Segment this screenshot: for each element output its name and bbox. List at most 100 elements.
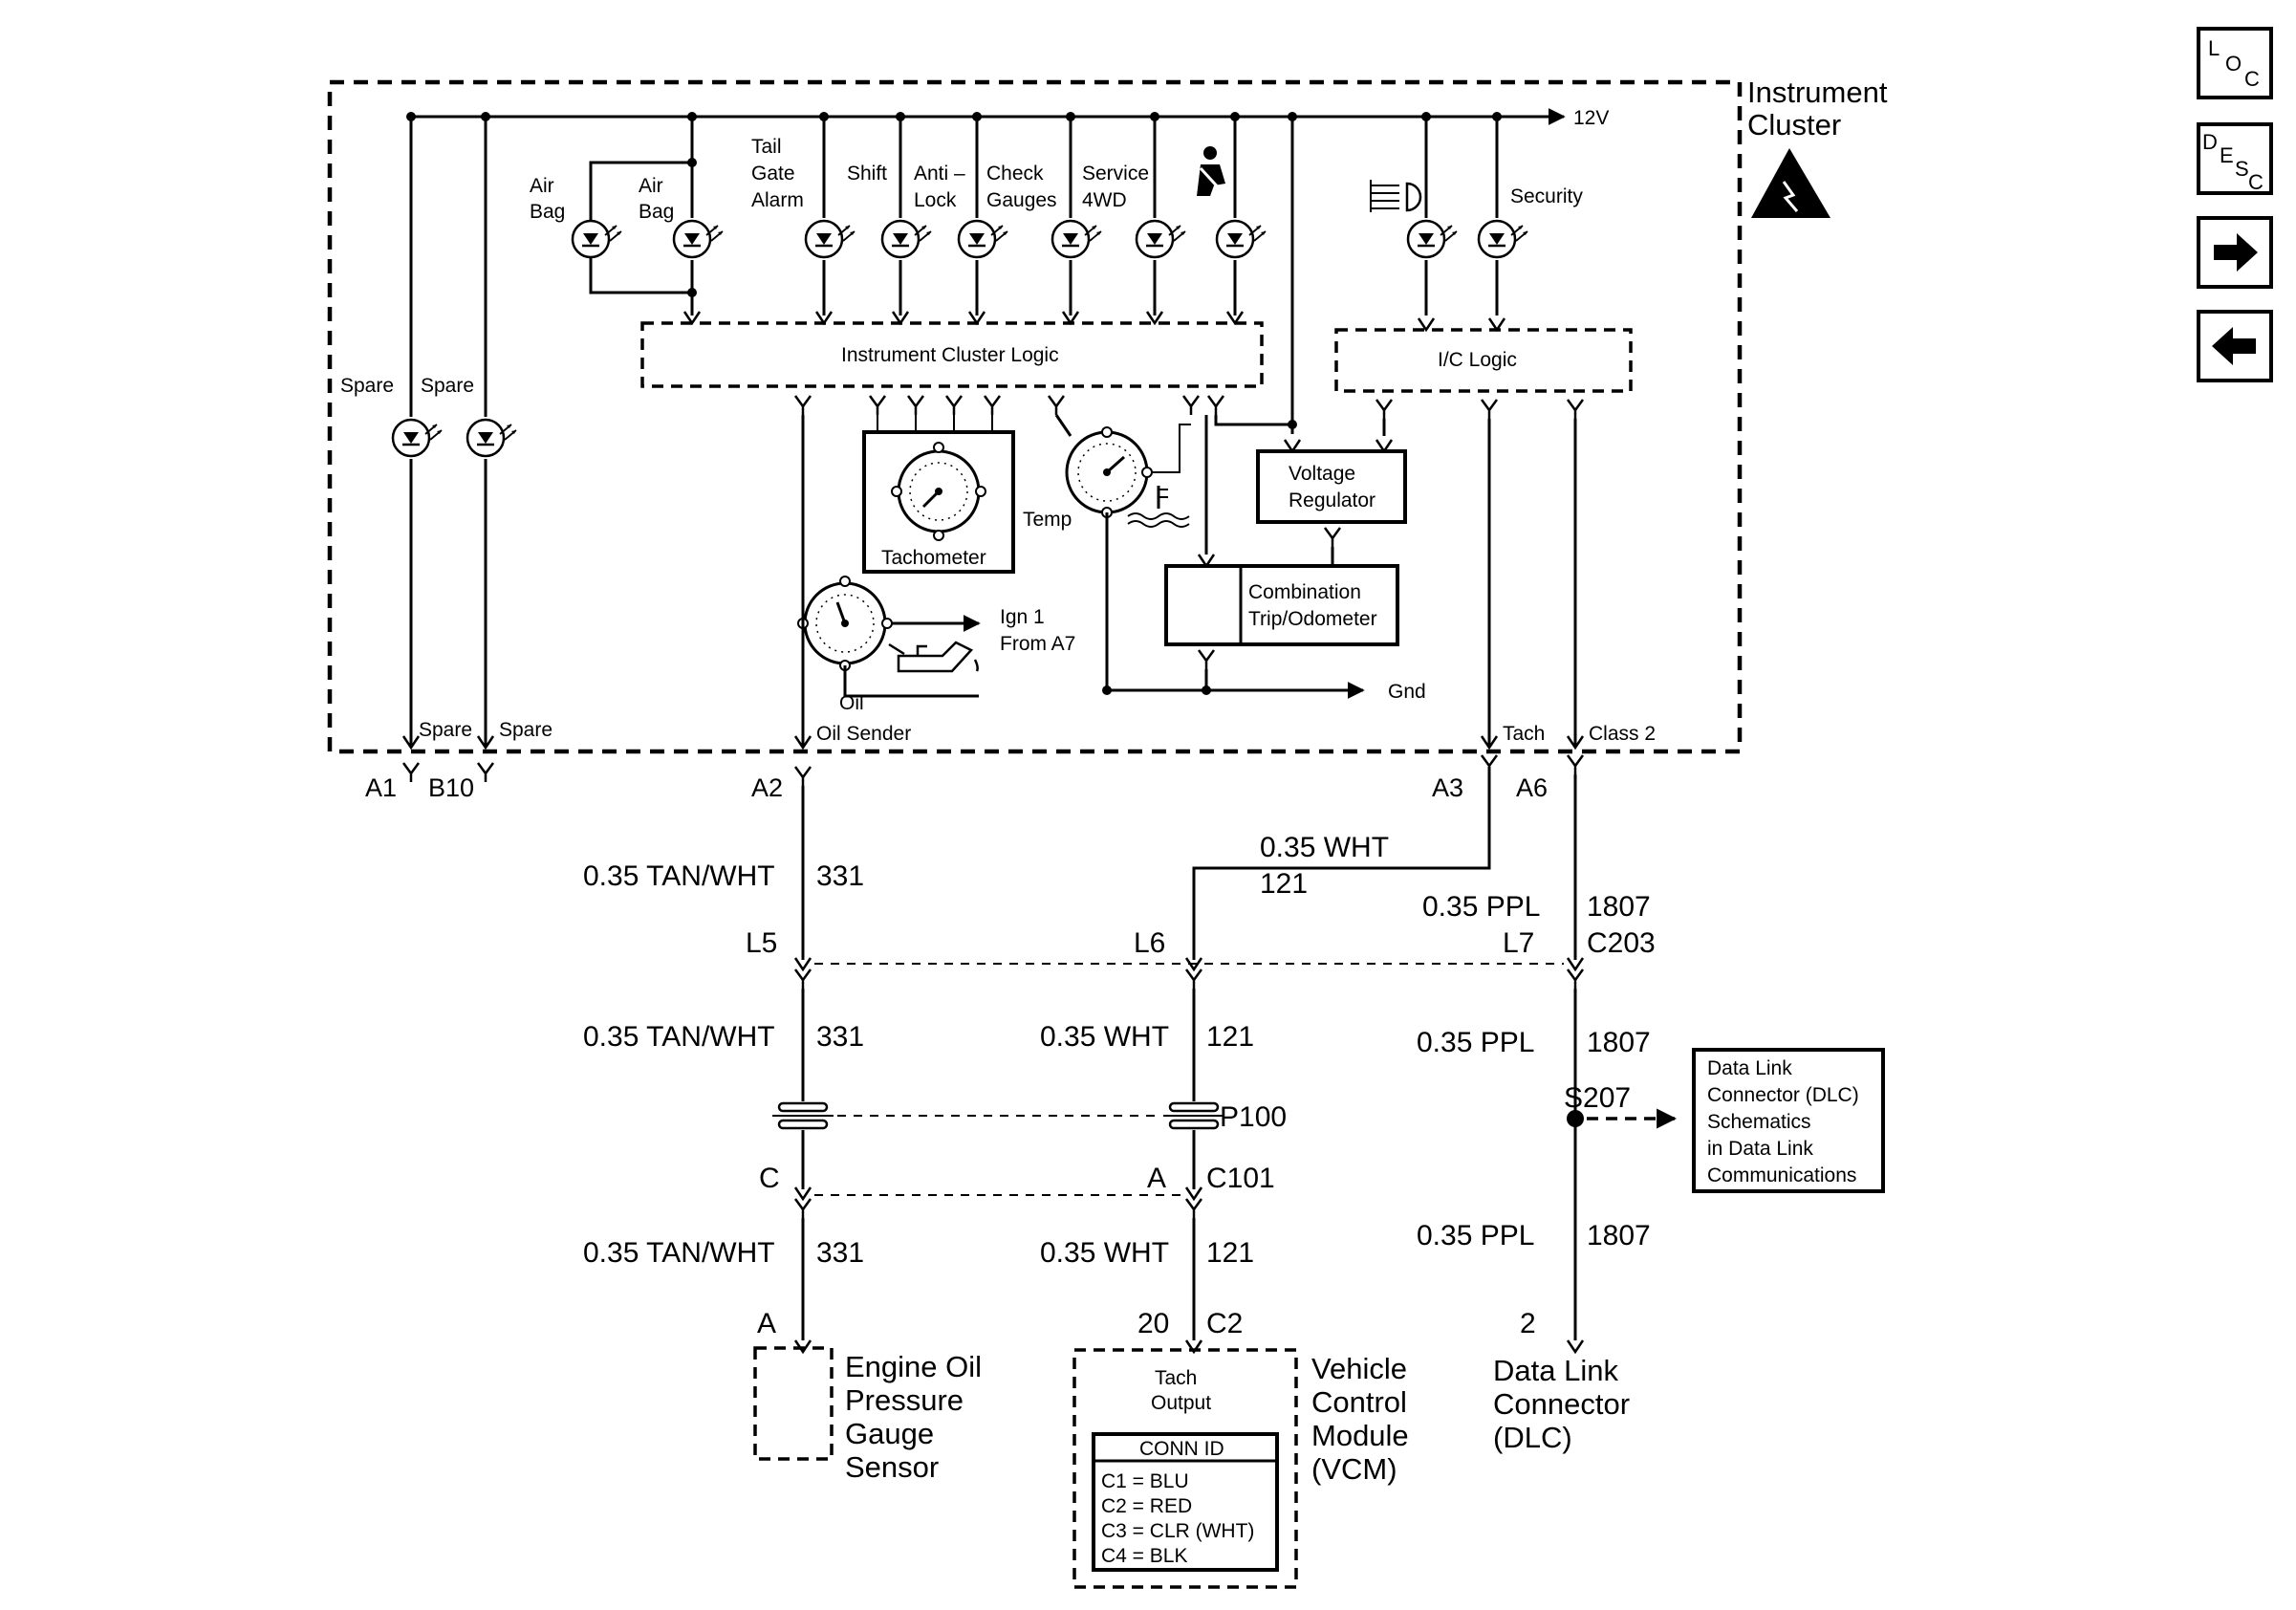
arrow-right-icon bbox=[2214, 233, 2258, 272]
cluster-title-line2: Cluster bbox=[1747, 108, 1841, 141]
connector-c: C bbox=[759, 1163, 780, 1194]
connector-c203: C203 bbox=[1587, 927, 1656, 959]
pin-a2: A2 bbox=[751, 773, 783, 802]
check-line2: Gauges bbox=[986, 189, 1057, 211]
conn-id-header: CONN ID bbox=[1139, 1438, 1224, 1460]
vcm-title-line1: Vehicle bbox=[1311, 1352, 1407, 1385]
conn-id-c1: C1 = BLU bbox=[1101, 1470, 1189, 1492]
antilock-line1: Anti – bbox=[914, 163, 965, 185]
wire-331-num-2: 331 bbox=[816, 1021, 864, 1053]
high-beam-icon bbox=[1370, 180, 1422, 212]
logic-bottom-connectors bbox=[793, 394, 1225, 417]
logic-top-connectors bbox=[682, 310, 1245, 325]
oil-sensor-line2: Pressure bbox=[845, 1383, 964, 1417]
connector-c2: C2 bbox=[1206, 1308, 1243, 1339]
tailgate-line1: Tail bbox=[751, 136, 782, 158]
instrument-cluster-outline bbox=[327, 79, 1743, 754]
desc-d: D bbox=[2202, 130, 2218, 154]
loc-c: C bbox=[2244, 67, 2260, 91]
oil-pressure-sensor-box bbox=[753, 1346, 834, 1461]
vcm-output-line2: Output bbox=[1151, 1392, 1211, 1414]
instrument-cluster-logic-box bbox=[640, 321, 1264, 388]
connector-l5: L5 bbox=[746, 927, 777, 959]
dlc-ref-line5: Communications bbox=[1707, 1164, 1856, 1186]
pin-a-sensor: A bbox=[757, 1308, 776, 1339]
desc-s: S bbox=[2235, 157, 2249, 181]
oil-sensor-line4: Sensor bbox=[845, 1450, 939, 1484]
combination-line2: Trip/Odometer bbox=[1248, 608, 1377, 630]
connector-a: A bbox=[1147, 1163, 1166, 1194]
pin-a6: A6 bbox=[1516, 773, 1548, 802]
spare-lamp-b10 bbox=[466, 117, 518, 750]
dlc-line3: (DLC) bbox=[1493, 1421, 1572, 1454]
service-line2: 4WD bbox=[1082, 189, 1127, 211]
spare-label-1: Spare bbox=[340, 375, 394, 397]
loc-l: L bbox=[2208, 36, 2220, 60]
wire-1807-num-3: 1807 bbox=[1587, 1220, 1651, 1251]
right-lamps bbox=[1406, 117, 1529, 315]
tailgate-line3: Alarm bbox=[751, 189, 804, 211]
wire-1807-color-2: 0.35 PPL bbox=[1417, 1027, 1534, 1058]
desc-c: C bbox=[2248, 170, 2264, 194]
pin-20: 20 bbox=[1137, 1308, 1169, 1339]
voltage-regulator-line2: Regulator bbox=[1289, 490, 1375, 511]
dlc-line2: Connector bbox=[1493, 1387, 1630, 1421]
tach-label: Tach bbox=[1503, 723, 1545, 745]
oil-label: Oil bbox=[839, 692, 864, 714]
previous-button[interactable] bbox=[2197, 310, 2273, 382]
wire-121-color-2: 0.35 WHT bbox=[1040, 1021, 1169, 1053]
conn-id-c2: C2 = RED bbox=[1101, 1495, 1192, 1517]
pin-a1: A1 bbox=[365, 773, 397, 802]
spare-label-4: Spare bbox=[499, 719, 552, 741]
seatbelt-icon bbox=[1197, 146, 1225, 196]
airbag2-line2: Bag bbox=[639, 201, 674, 223]
ic-logic-box bbox=[1334, 328, 1633, 393]
ign-line1: Ign 1 bbox=[1000, 606, 1045, 628]
oil-sensor-line1: Engine Oil bbox=[845, 1350, 982, 1383]
oil-gauge-icon bbox=[797, 576, 893, 671]
wire-331-num-1: 331 bbox=[816, 860, 864, 892]
next-button[interactable] bbox=[2197, 216, 2273, 289]
wire-121-color-3: 0.35 WHT bbox=[1040, 1237, 1169, 1269]
p100-grommet-1 bbox=[772, 1101, 834, 1130]
dlc-reference-box bbox=[1692, 1048, 1885, 1193]
gnd-label: Gnd bbox=[1388, 681, 1426, 703]
desc-e: E bbox=[2220, 143, 2234, 167]
warning-lamps bbox=[804, 117, 1267, 315]
airbag1-line1: Air bbox=[530, 175, 554, 197]
vcm-title-line2: Control bbox=[1311, 1385, 1407, 1419]
description-button[interactable]: D E S C bbox=[2197, 122, 2273, 195]
instrument-cluster-logic-label: Instrument Cluster Logic bbox=[841, 344, 1059, 366]
location-button[interactable]: L O C bbox=[2197, 27, 2273, 99]
airbag1-line2: Bag bbox=[530, 201, 565, 223]
spare-lamp-a1 bbox=[391, 117, 444, 750]
voltage-regulator-line1: Voltage bbox=[1289, 463, 1355, 485]
connector-l7: L7 bbox=[1503, 927, 1534, 959]
conn-id-c4: C4 = BLK bbox=[1101, 1545, 1187, 1567]
dlc-ref-line1: Data Link bbox=[1707, 1057, 1792, 1079]
connector-c101: C101 bbox=[1206, 1163, 1275, 1194]
connector-p100: P100 bbox=[1220, 1101, 1287, 1133]
p100-grommet-2 bbox=[1163, 1101, 1224, 1130]
vcm-title-line3: Module bbox=[1311, 1419, 1409, 1452]
combination-line1: Combination bbox=[1248, 581, 1361, 603]
connector-l6: L6 bbox=[1134, 927, 1165, 959]
wire-121-color-1: 0.35 WHT bbox=[1260, 832, 1389, 863]
wire-1807-num-1: 1807 bbox=[1587, 891, 1651, 923]
dlc-ref-line4: in Data Link bbox=[1707, 1138, 1813, 1160]
esd-warning-icon bbox=[1751, 148, 1830, 218]
tachometer-gauge-icon bbox=[891, 442, 986, 541]
wire-331-color-2: 0.35 TAN/WHT bbox=[583, 1021, 775, 1053]
oil-can-icon bbox=[888, 641, 979, 673]
airbag2-line1: Air bbox=[639, 175, 663, 197]
wire-1807-color-3: 0.35 PPL bbox=[1417, 1220, 1534, 1251]
antilock-line2: Lock bbox=[914, 189, 957, 211]
pin-a3: A3 bbox=[1432, 773, 1463, 802]
class2-label: Class 2 bbox=[1589, 723, 1656, 745]
vcm-title-line4: (VCM) bbox=[1311, 1452, 1397, 1486]
combination-trip-odometer-box bbox=[1164, 564, 1399, 646]
ic-logic-label: I/C Logic bbox=[1438, 349, 1517, 371]
temp-gauge-icon bbox=[1054, 414, 1191, 518]
cluster-title-line1: Instrument bbox=[1747, 76, 1888, 109]
